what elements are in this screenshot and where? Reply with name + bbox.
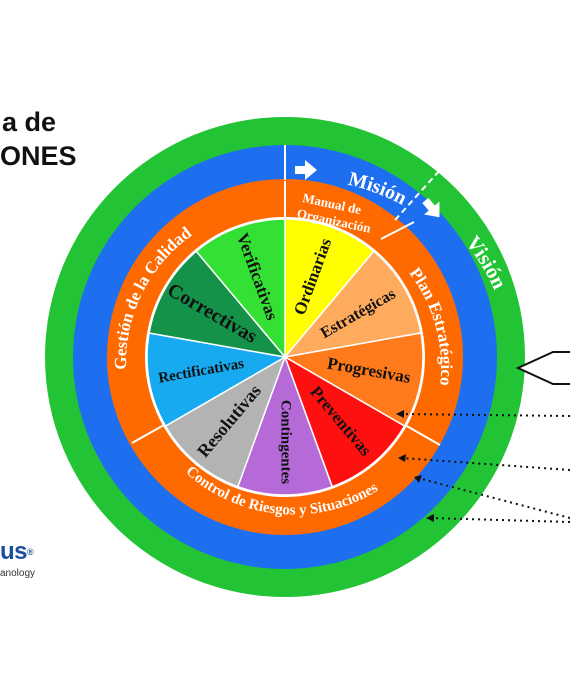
segment-preventivas — [283, 355, 406, 488]
segment-verificativas — [195, 218, 286, 360]
company-logo: us® anology — [0, 540, 35, 580]
arrowheads — [396, 410, 434, 522]
segment-resolutivas — [164, 355, 287, 488]
middle-ring-divider — [131, 424, 165, 444]
page-title: a de ONES — [0, 105, 77, 173]
arrow-right-icon — [295, 160, 317, 180]
middle-ring-divider — [380, 221, 415, 240]
segment-contingentes-label: Contingentes — [278, 400, 294, 484]
dotted-arrow — [401, 457, 570, 471]
logo-tagline: anology — [0, 568, 36, 579]
segment-estrategicas — [283, 250, 422, 359]
logo-mark: us® — [0, 538, 34, 565]
arrowhead — [426, 514, 434, 522]
middle-ring-divider — [404, 424, 441, 446]
pointer-shape — [515, 351, 570, 385]
segment-rectificativas — [146, 332, 288, 428]
title-line-1: a de — [2, 107, 57, 137]
segment-contingentes — [236, 354, 334, 496]
arrowhead — [414, 475, 422, 483]
segment-progresivas — [282, 332, 424, 428]
arrowhead — [396, 410, 404, 418]
vision-ring-divider — [394, 169, 441, 221]
registered-mark: ® — [27, 547, 34, 557]
dotted-arrows — [399, 413, 570, 523]
dotted-arrow — [399, 413, 570, 417]
arrow-down-icon — [422, 197, 440, 218]
dotted-arrow — [417, 477, 570, 519]
arrowhead — [398, 454, 406, 462]
segment-correctivas — [148, 250, 287, 359]
segment-group: OrdinariasEstratégicasProgresivasPrevent… — [146, 218, 424, 496]
title-line-2: ONES — [0, 141, 77, 171]
segment-ordinarias — [284, 218, 375, 360]
